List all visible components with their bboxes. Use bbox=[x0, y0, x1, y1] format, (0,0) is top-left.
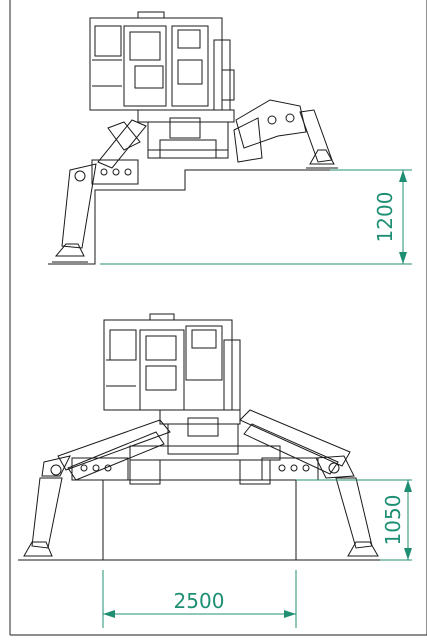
drawing-frame bbox=[9, 0, 427, 636]
dimension-2500 bbox=[102, 570, 297, 628]
top-machine-view bbox=[48, 11, 340, 265]
chassis-top bbox=[137, 109, 235, 159]
dimension-1050-label: 1050 bbox=[381, 495, 405, 546]
left-leg-bottom bbox=[18, 419, 171, 561]
dimension-1200-label: 1200 bbox=[373, 192, 397, 243]
chassis-bottom bbox=[129, 409, 281, 485]
cabin-top bbox=[89, 11, 235, 111]
bottom-machine-view bbox=[18, 313, 382, 561]
dimension-1050 bbox=[296, 479, 412, 561]
right-leg-top bbox=[233, 99, 338, 169]
right-leg-bottom bbox=[239, 409, 382, 561]
obstacle-box bbox=[102, 479, 297, 561]
dimension-1200 bbox=[100, 169, 412, 265]
left-leg-top bbox=[52, 119, 147, 263]
cabin-bottom bbox=[103, 313, 241, 411]
step-profile bbox=[48, 169, 340, 265]
dimension-2500-label: 2500 bbox=[174, 589, 225, 613]
